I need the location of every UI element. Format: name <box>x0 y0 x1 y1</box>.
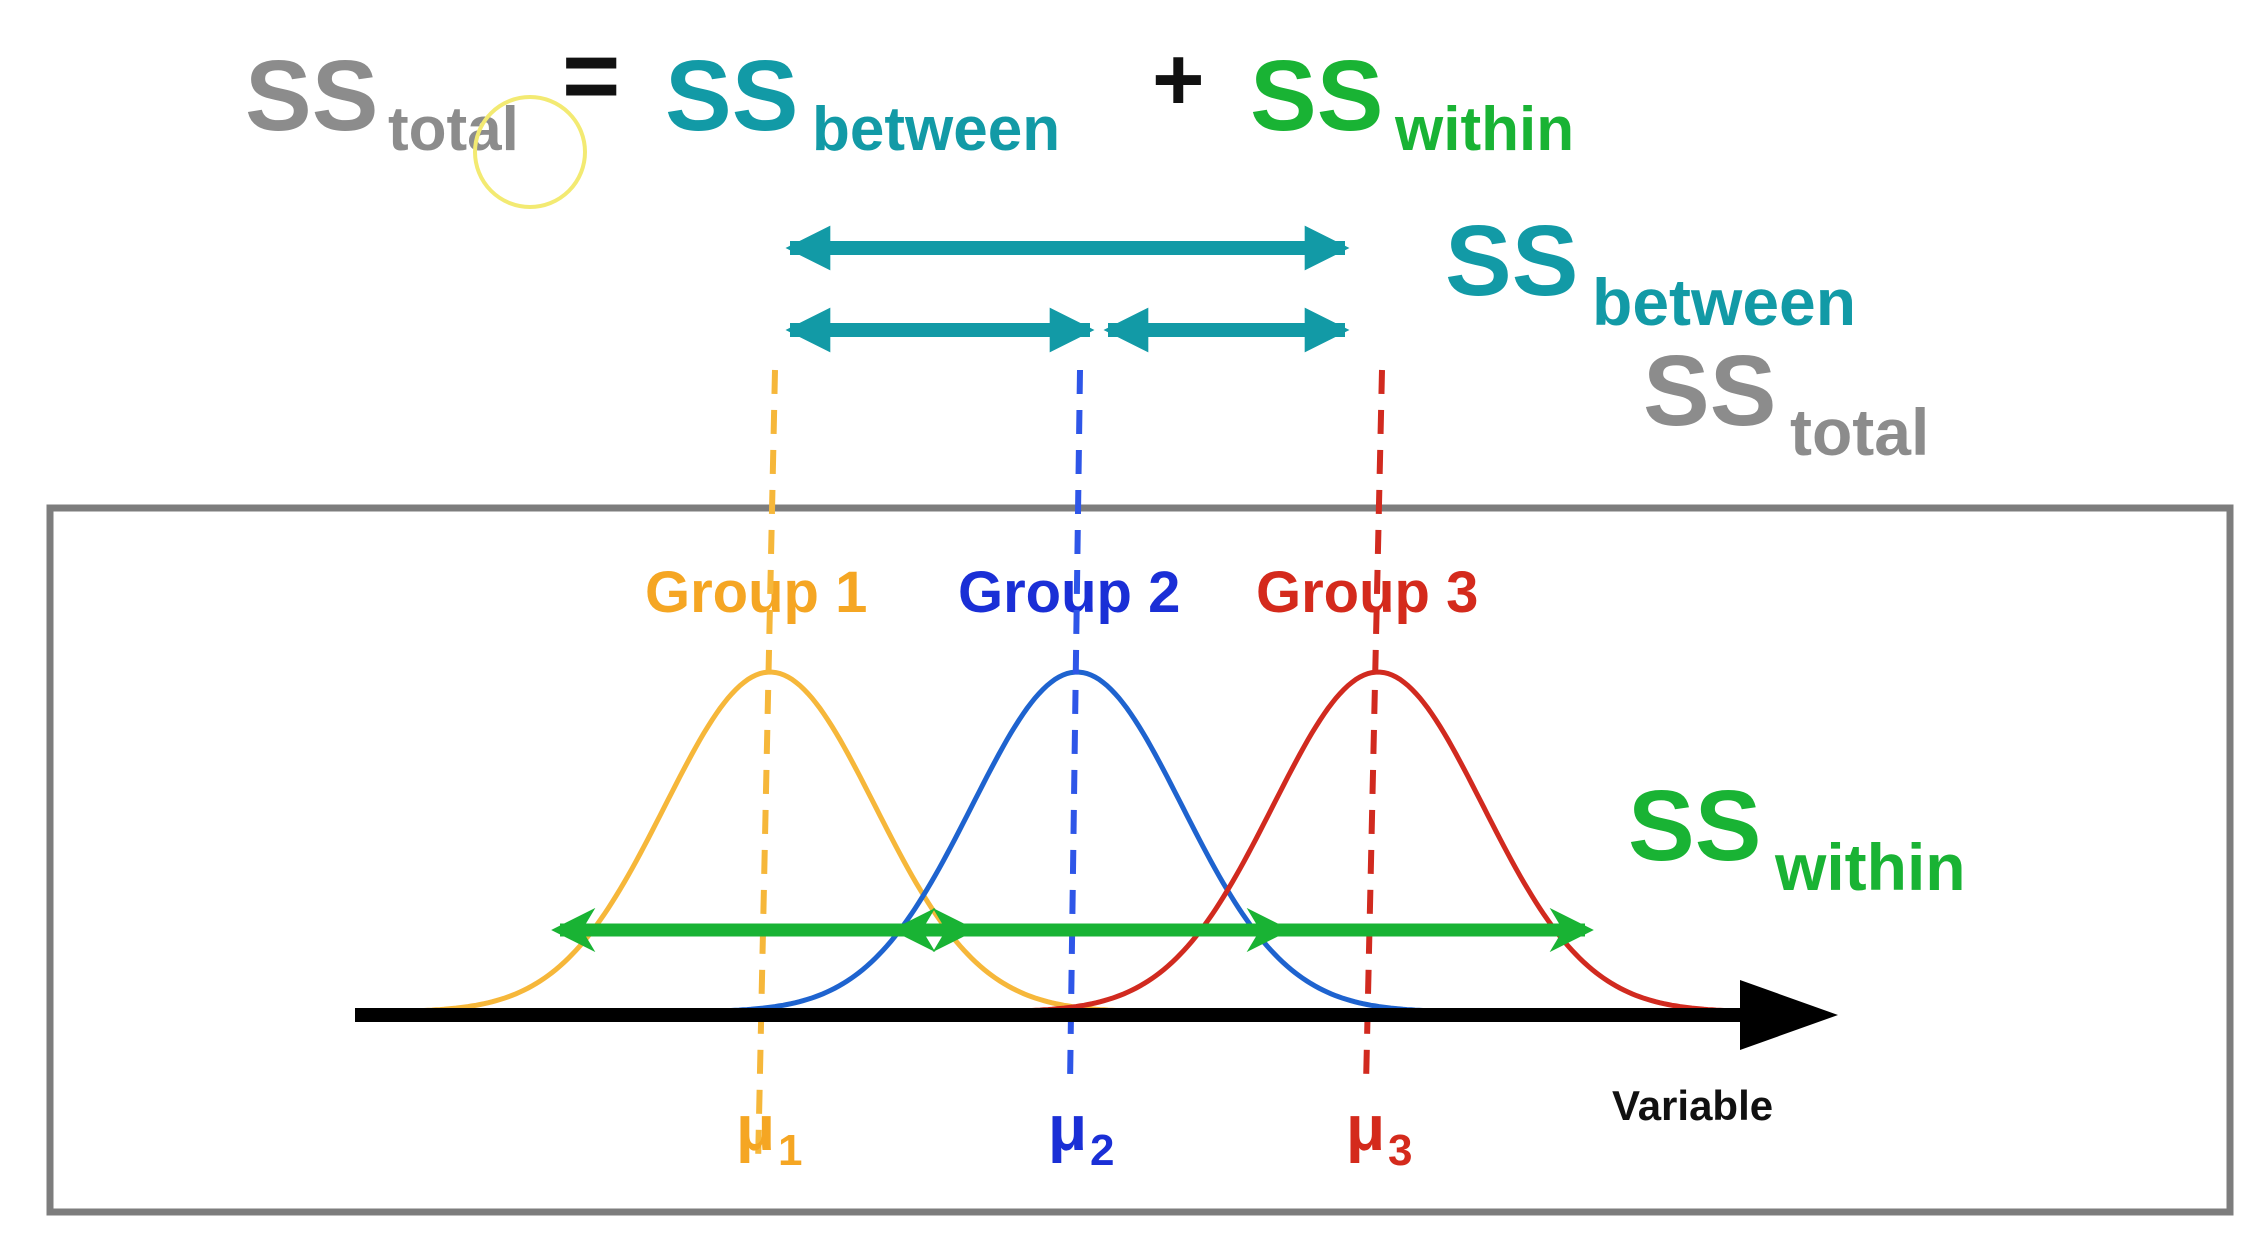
label-ss-total: SS <box>1643 335 1776 447</box>
group-3-label: Group 3 <box>1256 560 1478 625</box>
mu-1-subscript: 1 <box>778 1126 802 1175</box>
group-2-label: Group 2 <box>958 560 1180 625</box>
equation-between-subscript: between <box>812 95 1060 164</box>
equation-equals-sign: = <box>562 20 620 132</box>
label-total-subscript: total <box>1790 395 1929 469</box>
label-ss-between: SS <box>1445 205 1578 317</box>
cursor-highlight-ring <box>473 95 587 209</box>
equation-ss-total: SS <box>245 40 378 152</box>
group-2-distribution-curve <box>686 669 1468 1015</box>
variable-axis-arrowhead <box>1740 980 1838 1050</box>
equation-ss-between: SS <box>665 40 798 152</box>
mu-3-label: μ <box>1346 1092 1385 1164</box>
mu-2-dashed-line <box>1067 369 1083 1086</box>
equation-ss-within: SS <box>1250 40 1383 152</box>
mu-1-label: μ <box>736 1092 775 1164</box>
between-arrows <box>785 225 1350 353</box>
label-within-subscript: within <box>1774 830 1966 904</box>
distribution-frame <box>46 504 2234 1216</box>
label-between-subscript: between <box>1592 265 1856 339</box>
mu-3-dashed-line <box>1363 369 1385 1086</box>
anova-equation: SS total = SS between + SS within <box>245 20 1574 209</box>
equation-within-subscript: within <box>1394 95 1574 164</box>
variable-axis-label: Variable <box>1612 1082 1773 1129</box>
mu-3-subscript: 3 <box>1388 1126 1412 1175</box>
label-ss-within: SS <box>1628 770 1761 882</box>
equation-plus-sign: + <box>1152 30 1205 130</box>
mu-2-subscript: 2 <box>1090 1126 1114 1175</box>
group-1-distribution-curve <box>379 669 1161 1015</box>
mu-1-dashed-line <box>755 369 778 1166</box>
group-1-label: Group 1 <box>645 560 867 625</box>
mu-2-label: μ <box>1048 1092 1087 1164</box>
